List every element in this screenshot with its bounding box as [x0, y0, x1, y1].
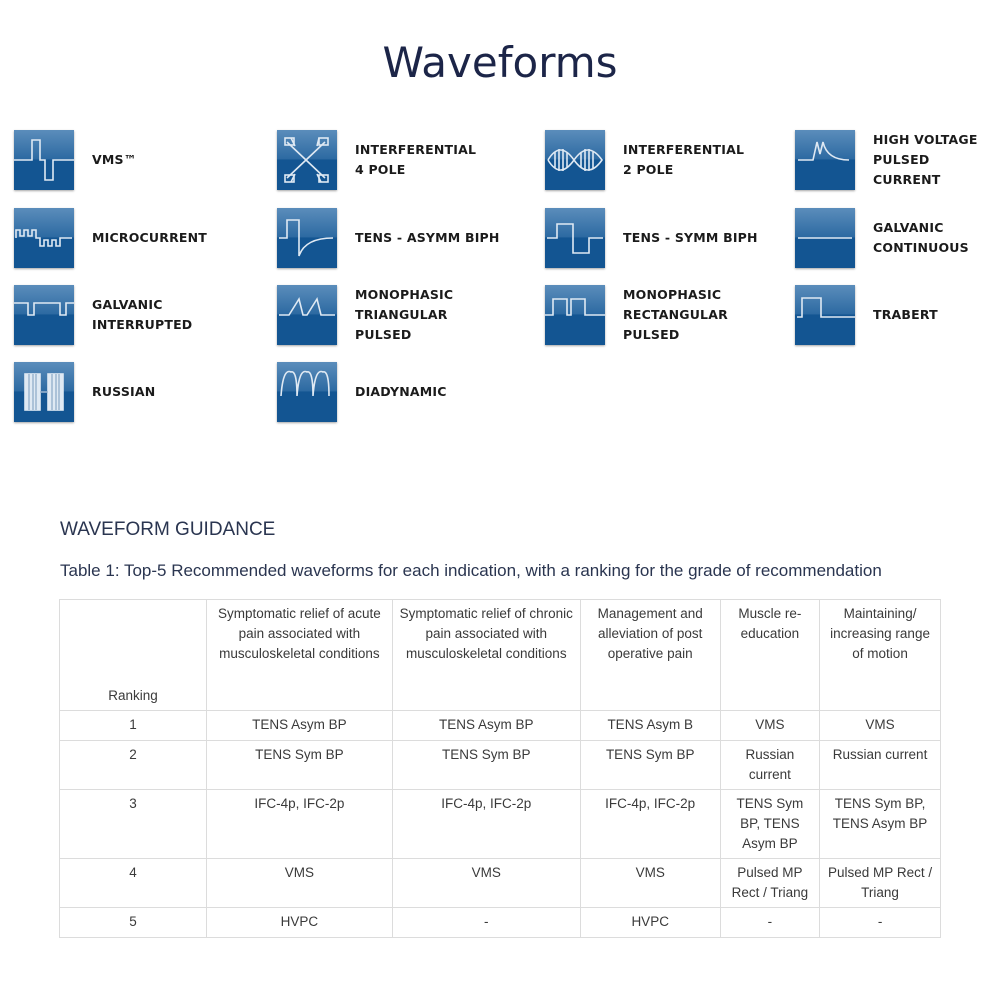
waveform-label: HIGH VOLTAGE PULSED CURRENT	[873, 132, 978, 187]
waveform-item: GALVANIC CONTINUOUS	[795, 208, 969, 268]
trabert-icon	[795, 285, 855, 345]
rank-cell: 4	[59, 858, 207, 908]
waveform-item: GALVANIC INTERRUPTED	[14, 285, 192, 345]
galvanic-continuous-icon	[795, 208, 855, 268]
waveform-item: INTERFERENTIAL 2 POLE	[545, 130, 744, 190]
waveform-item: TRABERT	[795, 285, 938, 345]
waveform-label: GALVANIC INTERRUPTED	[92, 297, 193, 332]
russian-icon	[14, 362, 74, 422]
table-caption: Table 1: Top-5 Recommended waveforms for…	[60, 561, 882, 580]
waveform-label: RUSSIAN	[92, 384, 156, 399]
waveform-cell: TENS Sym BP	[579, 740, 721, 790]
waveform-cell: Pulsed MP Rect / Triang	[819, 858, 941, 908]
waveform-cell: TENS Asym BP	[206, 710, 393, 741]
waveform-cell: -	[719, 907, 821, 938]
waveform-cell: -	[819, 907, 941, 938]
section-heading: WAVEFORM GUIDANCE	[60, 519, 276, 540]
ranking-header: Ranking	[59, 599, 207, 711]
hvpc-icon	[795, 130, 855, 190]
diadynamic-icon	[277, 362, 337, 422]
waveform-item: MONOPHASIC RECTANGULAR PULSED	[545, 285, 728, 345]
waveform-label: INTERFERENTIAL 2 POLE	[623, 142, 745, 177]
indication-header: Muscle re-education	[719, 599, 821, 711]
waveform-cell: Russian current	[819, 740, 941, 790]
interferential-4-pole-icon	[277, 130, 337, 190]
indication-header: Symptomatic relief of chronic pain assoc…	[391, 599, 581, 711]
galvanic-interrupted-icon	[14, 285, 74, 345]
waveform-item: MONOPHASIC TRIANGULAR PULSED	[277, 285, 453, 345]
indication-header: Maintaining/ increasing range of motion	[819, 599, 941, 711]
rank-cell: 3	[59, 789, 207, 859]
waveform-label: TENS - SYMM BIPH	[623, 230, 758, 245]
waveform-item: HIGH VOLTAGE PULSED CURRENT	[795, 130, 1000, 190]
waveform-item: TENS - SYMM BIPH	[545, 208, 758, 268]
waveform-item: RUSSIAN	[14, 362, 155, 422]
waveform-cell: Russian current	[719, 740, 821, 790]
waveform-cell: TENS Sym BP	[206, 740, 393, 790]
tens-symm-icon	[545, 208, 605, 268]
indication-header: Management and alleviation of post opera…	[579, 599, 721, 711]
waveform-cell: VMS	[391, 858, 581, 908]
tens-asymm-icon	[277, 208, 337, 268]
waveform-cell: TENS Asym BP	[391, 710, 581, 741]
waveform-item: VMS™	[14, 130, 136, 190]
waveform-label: DIADYNAMIC	[355, 384, 447, 399]
indication-header: Symptomatic relief of acute pain associa…	[206, 599, 393, 711]
waveform-label: MONOPHASIC TRIANGULAR PULSED	[355, 287, 454, 342]
interferential-2-pole-icon	[545, 130, 605, 190]
waveform-cell: Pulsed MP Rect / Triang	[719, 858, 821, 908]
rank-cell: 1	[59, 710, 207, 741]
waveform-cell: HVPC	[206, 907, 393, 938]
waveform-item: DIADYNAMIC	[277, 362, 447, 422]
waveform-cell: VMS	[206, 858, 393, 908]
waveform-label: GALVANIC CONTINUOUS	[873, 220, 969, 255]
waveform-cell: TENS Sym BP	[391, 740, 581, 790]
waveform-cell: VMS	[819, 710, 941, 741]
microcurrent-icon	[14, 208, 74, 268]
waveform-cell: TENS Asym B	[579, 710, 721, 741]
waveform-cell: IFC-4p, IFC-2p	[206, 789, 393, 859]
waveform-label: MICROCURRENT	[92, 230, 208, 245]
page-title: Waveforms	[382, 38, 618, 87]
waveform-cell: -	[391, 907, 581, 938]
monophasic-rectangular-icon	[545, 285, 605, 345]
rank-cell: 2	[59, 740, 207, 790]
waveform-item: INTERFERENTIAL 4 POLE	[277, 130, 476, 190]
waveform-label: MONOPHASIC RECTANGULAR PULSED	[623, 287, 728, 342]
rank-cell: 5	[59, 907, 207, 938]
monophasic-triangular-icon	[277, 285, 337, 345]
waveform-cell: TENS Sym BP, TENS Asym BP	[719, 789, 821, 859]
waveform-label: INTERFERENTIAL 4 POLE	[355, 142, 477, 177]
waveform-cell: HVPC	[579, 907, 721, 938]
waveform-cell: VMS	[719, 710, 821, 741]
waveform-cell: IFC-4p, IFC-2p	[391, 789, 581, 859]
waveform-label: TENS - ASYMM BIPH	[355, 230, 500, 245]
waveform-cell: TENS Sym BP, TENS Asym BP	[819, 789, 941, 859]
waveform-label: VMS™	[92, 152, 137, 167]
waveform-cell: IFC-4p, IFC-2p	[579, 789, 721, 859]
waveform-label: TRABERT	[873, 307, 938, 322]
waveform-item: MICROCURRENT	[14, 208, 207, 268]
waveform-item: TENS - ASYMM BIPH	[277, 208, 500, 268]
waveform-cell: VMS	[579, 858, 721, 908]
vms-icon	[14, 130, 74, 190]
